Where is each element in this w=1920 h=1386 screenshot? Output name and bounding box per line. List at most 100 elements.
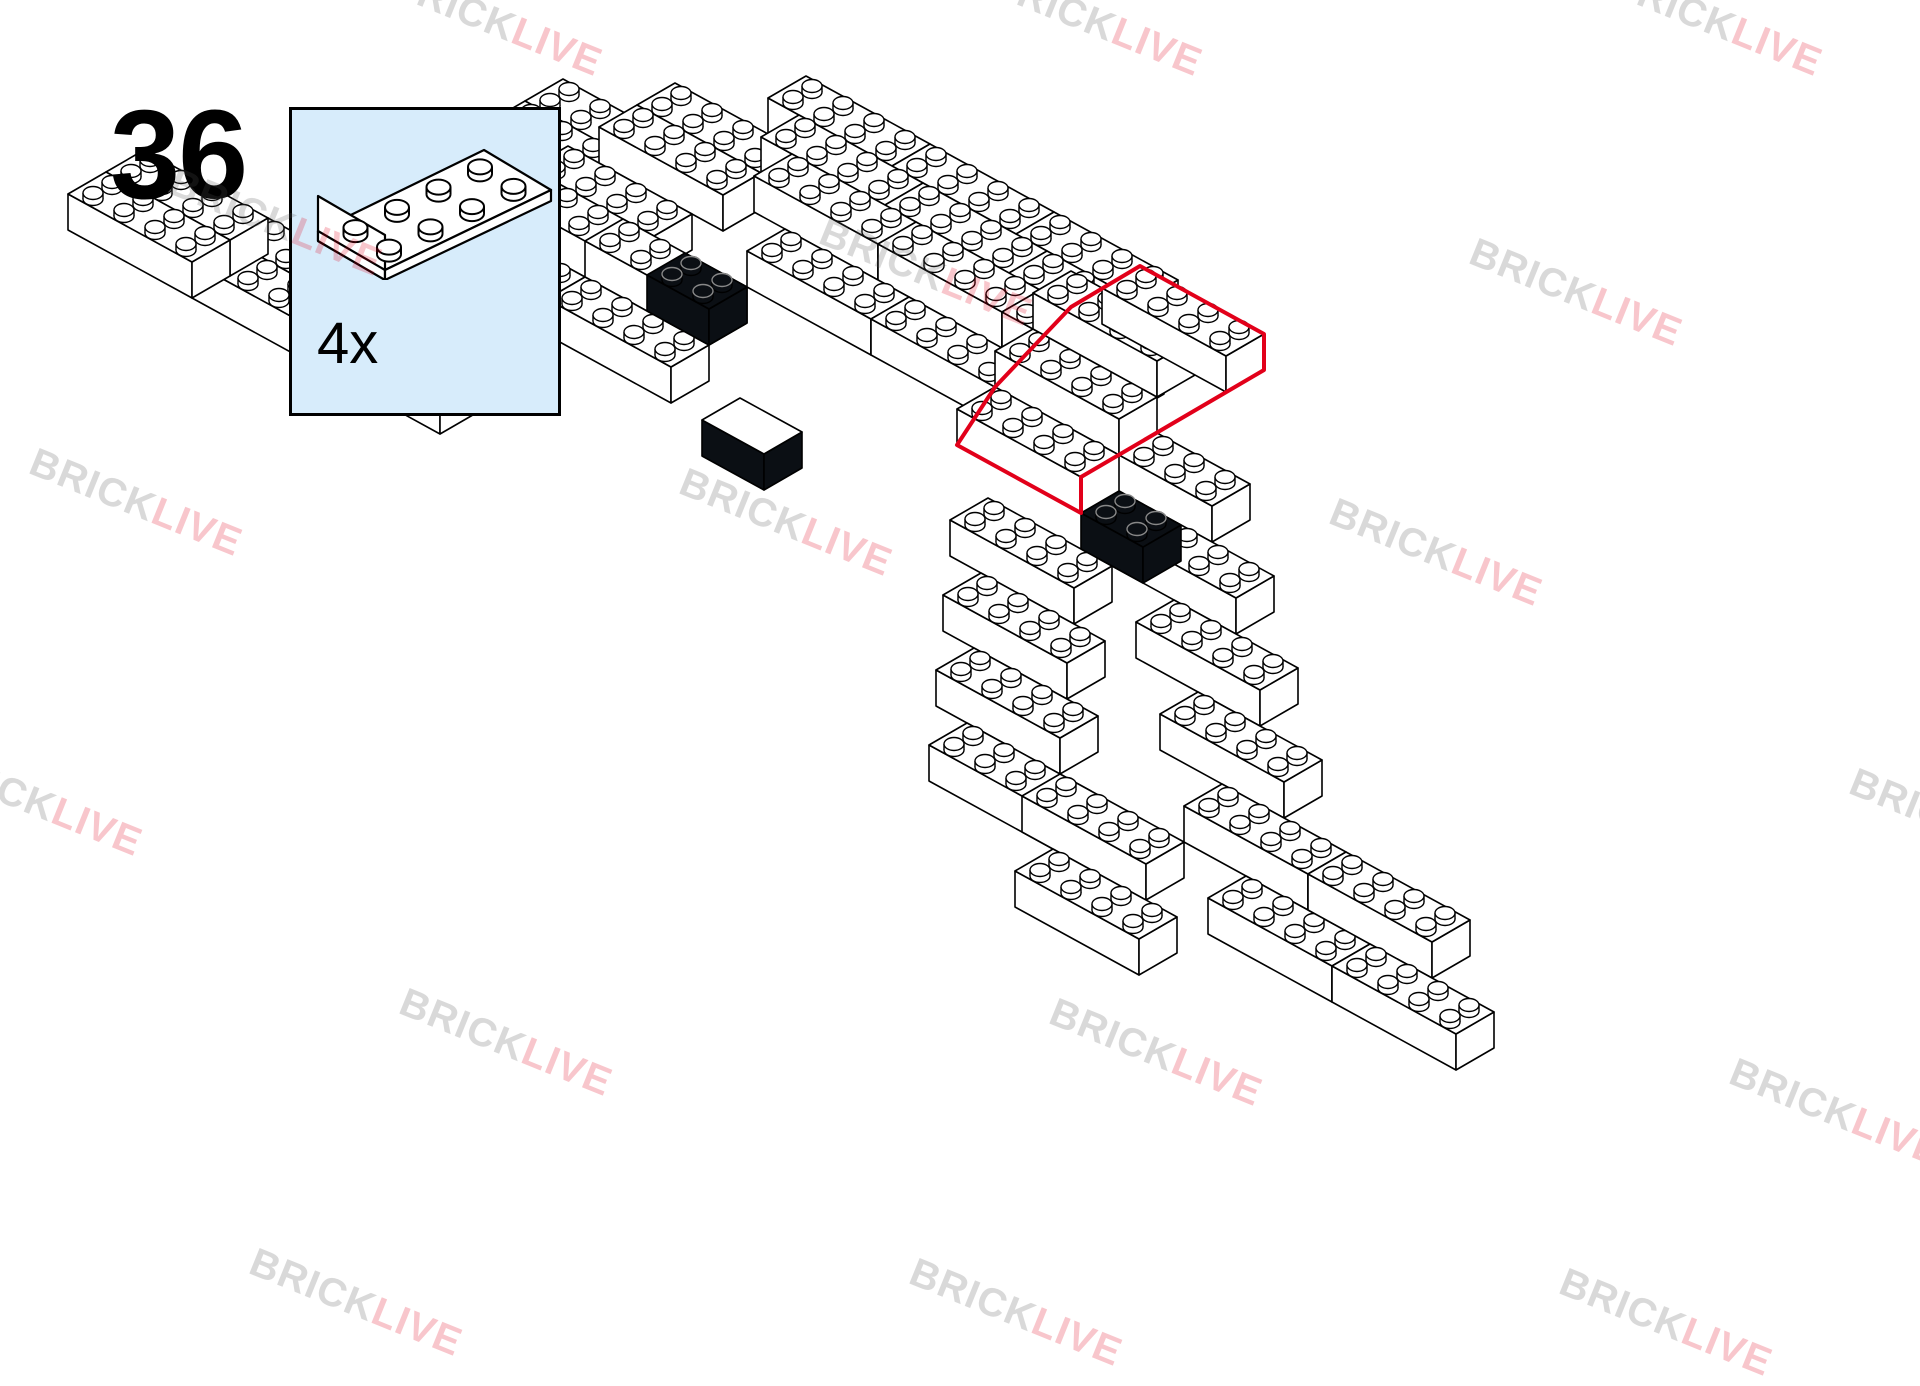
stud-icon (1069, 626, 1091, 648)
step-number: 36 (110, 84, 248, 225)
stud-icon (1002, 417, 1024, 439)
stud-icon (961, 230, 983, 252)
stud-icon (1091, 896, 1113, 918)
stud-icon (1150, 613, 1172, 635)
stud-icon (832, 95, 854, 117)
stud-icon (885, 310, 907, 332)
stud-icon (1260, 831, 1282, 853)
stud-icon (151, 180, 173, 202)
stud-icon (1117, 810, 1139, 832)
stud-icon (1200, 619, 1222, 641)
stud-icon (1195, 480, 1217, 502)
stud-icon (956, 163, 978, 185)
stud-icon (692, 283, 714, 305)
stud-icon (1036, 787, 1058, 809)
stud-icon (1090, 365, 1112, 387)
brick-2x4-icon (316, 148, 553, 280)
part-quantity: 4x (317, 311, 379, 376)
stud-icon (1122, 913, 1144, 935)
stud-icon (182, 197, 204, 219)
stud-icon (582, 137, 604, 159)
stud-icon (1310, 837, 1332, 859)
stud-icon (580, 279, 602, 301)
stud-icon (976, 575, 998, 597)
stud-icon (1111, 248, 1133, 270)
new-bricks-highlight (955, 264, 1266, 515)
stud-icon (825, 134, 847, 156)
stud-icon (985, 286, 1007, 308)
stud-icon (1095, 504, 1117, 526)
stud-icon (1066, 273, 1088, 295)
parts-callout: 4x (289, 107, 561, 416)
stud-icon (916, 327, 938, 349)
stud-icon (1174, 705, 1196, 727)
stud-icon (973, 258, 995, 280)
stud-icon (82, 185, 104, 207)
stud-icon (892, 235, 914, 257)
stud-icon (923, 252, 945, 274)
stud-icon (969, 650, 991, 672)
stud-icon (1205, 722, 1227, 744)
stud-icon (1012, 695, 1034, 717)
stud-icon (1209, 330, 1231, 352)
stud-icon (101, 174, 123, 196)
stud-icon (1164, 463, 1186, 485)
stud-icon (1207, 544, 1229, 566)
stud-icon (780, 231, 802, 253)
stud-icon (1415, 916, 1437, 938)
stud-icon (1145, 510, 1167, 532)
stud-icon (342, 219, 369, 244)
stud-icon (1014, 517, 1036, 539)
stud-icon (694, 141, 716, 163)
stud-icon (1334, 929, 1356, 951)
stud-icon (964, 511, 986, 533)
stud-icon (213, 214, 235, 236)
stud-icon (1067, 804, 1089, 826)
stud-icon (175, 236, 197, 258)
stud-icon (1116, 279, 1138, 301)
stud-icon (1050, 637, 1072, 659)
stud-icon (1071, 376, 1093, 398)
stud-icon (988, 603, 1010, 625)
brick-2x4-new (1101, 265, 1265, 393)
stud-icon (713, 130, 735, 152)
stud-icon (950, 661, 972, 683)
brick-right-arm (1135, 599, 1299, 727)
brick-right-arm (1207, 875, 1371, 1003)
stud-icon (1148, 827, 1170, 849)
stud-icon (873, 282, 895, 304)
brick-black-accent (701, 397, 803, 491)
stud-icon (556, 187, 578, 209)
stud-icon (1019, 620, 1041, 642)
stud-icon (1262, 653, 1284, 675)
stud-icon (894, 129, 916, 151)
stud-icon (618, 221, 640, 243)
stud-icon (1021, 406, 1043, 428)
stud-icon (930, 213, 952, 235)
brick-bridge (877, 221, 1041, 349)
stud-icon (1377, 974, 1399, 996)
stud-icon (263, 220, 285, 242)
stud-icon (163, 208, 185, 230)
stud-icon (904, 299, 926, 321)
brick-bridge (753, 153, 917, 281)
stud-icon (611, 296, 633, 318)
stud-icon (966, 333, 988, 355)
stud-icon (1110, 885, 1132, 907)
stud-icon (806, 145, 828, 167)
stud-icon (1121, 382, 1143, 404)
stud-icon (1059, 348, 1081, 370)
stud-icon (1217, 786, 1239, 808)
stud-icon (1169, 602, 1191, 624)
stud-icon (954, 269, 976, 291)
stud-icon (1284, 923, 1306, 945)
stud-icon (625, 182, 647, 204)
stud-icon (654, 341, 676, 363)
stud-icon (775, 128, 797, 150)
stud-icon (1004, 275, 1026, 297)
stud-icon (1133, 446, 1155, 468)
stud-icon (1057, 562, 1079, 584)
stud-icon (844, 123, 866, 145)
stud-icon (1188, 555, 1210, 577)
stud-icon (1005, 770, 1027, 792)
